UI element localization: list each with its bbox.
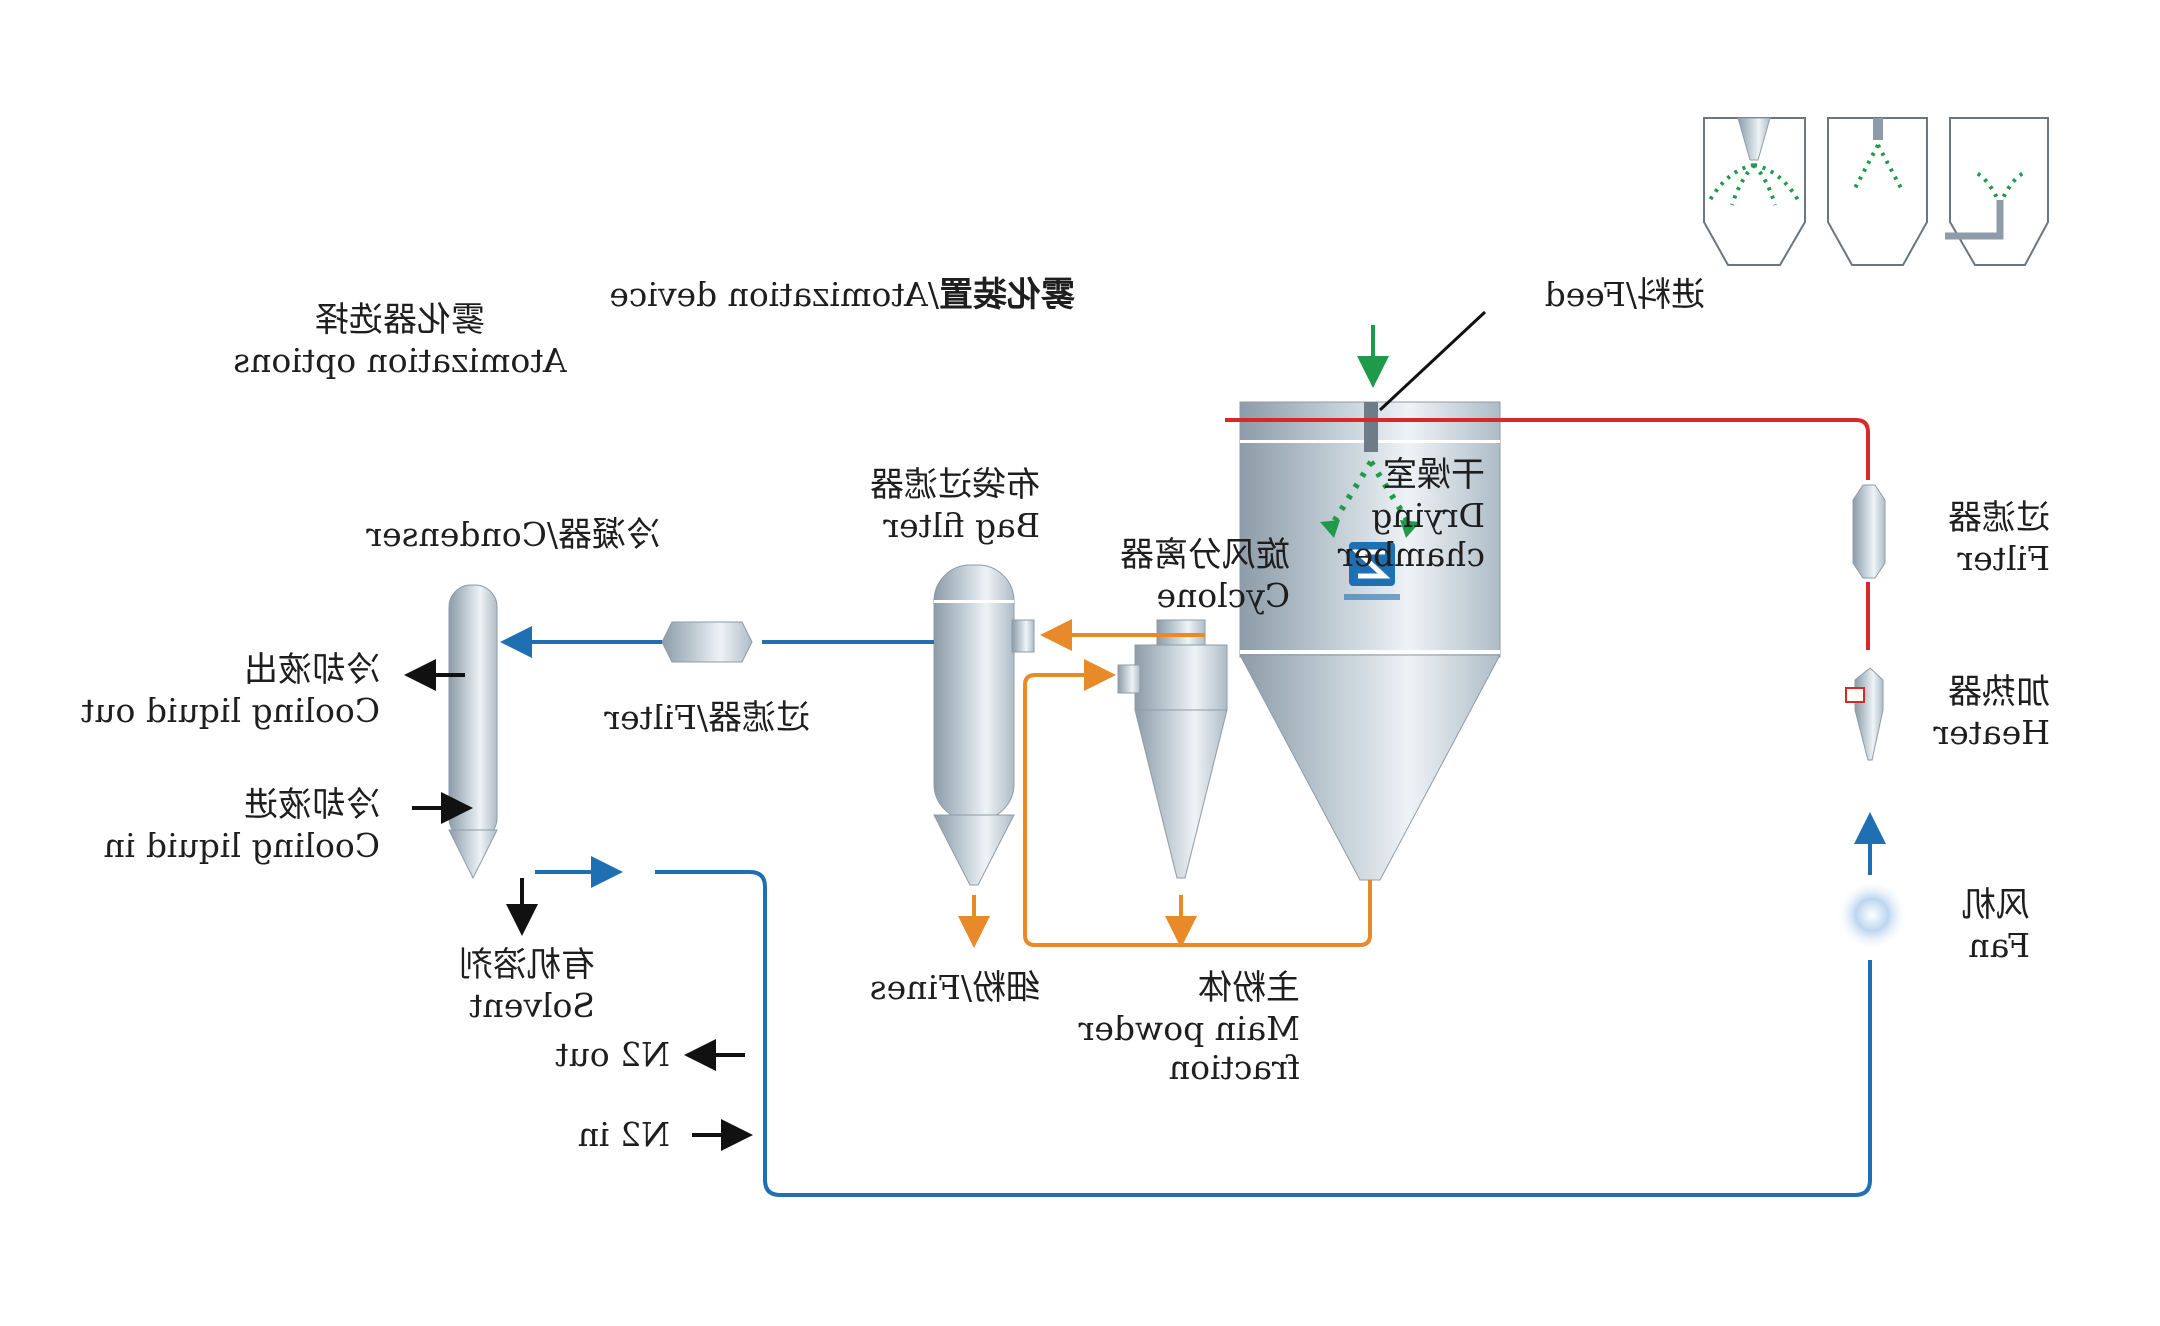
label-n2-out: N2 out bbox=[555, 1035, 670, 1074]
label-cyclone: 旋风分离器 Cyclone bbox=[1120, 535, 1290, 615]
atomizer-option-rotary bbox=[1945, 117, 2049, 266]
label-n2-in: N2 in bbox=[577, 1115, 670, 1154]
cyclone-vessel bbox=[1117, 619, 1228, 879]
label-solvent: 有机溶剂 Solvent bbox=[459, 945, 595, 1025]
label-atomization-options: 雾化器选择 Atomization options bbox=[233, 300, 567, 380]
label-cooling-in: 冷却液进 Cooling liquid in bbox=[103, 785, 380, 865]
label-filter-top: 过滤器 Filter bbox=[1948, 498, 2050, 578]
label-cooling-out: 冷却液出 Cooling liquid out bbox=[81, 650, 380, 730]
filter-top-vessel bbox=[1852, 484, 1886, 579]
label-filter-mid: 过滤器/Filter bbox=[604, 698, 810, 738]
label-fan: 风机 Fan bbox=[1962, 885, 2030, 965]
flow-lines bbox=[404, 310, 1886, 1197]
label-fines: 细粉/Fines bbox=[869, 968, 1040, 1008]
heater-vessel bbox=[1845, 667, 1884, 761]
label-condenser: 冷凝器/Condenser bbox=[366, 515, 660, 555]
label-heater: 加热器 Heater bbox=[1933, 672, 2050, 752]
label-main-powder: 主粉体 Main powder fraction bbox=[1078, 968, 1300, 1088]
fan-unit bbox=[1836, 879, 1908, 951]
drying-chamber-vessel bbox=[1239, 401, 1501, 881]
label-bag-filter: 布袋过滤器 Bag filter bbox=[870, 465, 1040, 545]
atomization-options-icons bbox=[1703, 117, 2049, 266]
atomizer-option-two-fluid-nozzle bbox=[1703, 117, 1806, 266]
atomizer-option-pressure-nozzle bbox=[1827, 117, 1928, 266]
label-feed: 进料/Feed bbox=[1544, 275, 1705, 315]
bag-filter-vessel bbox=[933, 564, 1035, 886]
label-drying-chamber: 干燥室 Drying chamber bbox=[1337, 455, 1485, 575]
condenser-vessel bbox=[448, 584, 498, 880]
label-atomization-device: 雾化装置/Atomization device bbox=[609, 275, 1075, 315]
brand-logo bbox=[1344, 542, 1400, 600]
